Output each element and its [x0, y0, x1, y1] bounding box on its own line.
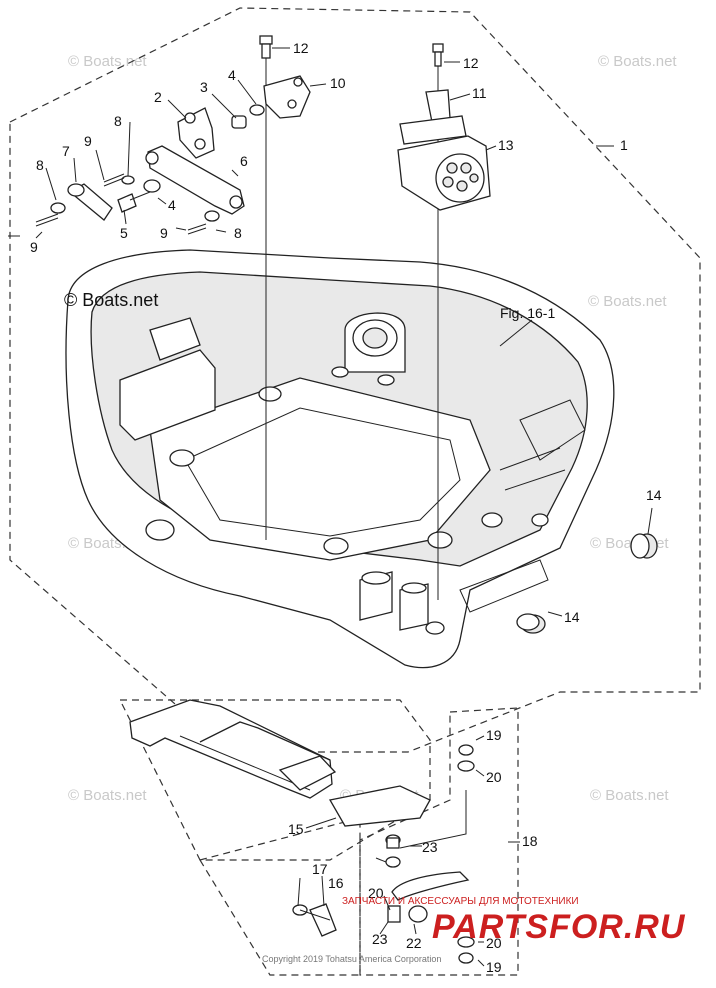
callout-12: 12 [293, 40, 309, 56]
watermark: © Boats.net [590, 535, 669, 552]
watermark: © Boats.net [598, 53, 677, 70]
brand-logo: PARTSFOR.RU [432, 908, 686, 946]
mount-bracket [129, 699, 431, 827]
assembly-boundary-18 [359, 707, 519, 976]
callout-14: 14 [564, 609, 580, 625]
link-rod [292, 744, 475, 964]
brand-tagline: ЗАПЧАСТИ И АКСЕССУАРЫ ДЛЯ МОТОТЕХНИКИ [342, 896, 579, 907]
callout-17: 17 [312, 861, 328, 877]
assembly-boundary-16 [199, 817, 361, 976]
watermark: © Boats.net [590, 787, 669, 804]
watermark: © Boats.net [68, 787, 147, 804]
callout-8: 8 [114, 113, 122, 129]
callout-22: 23 [422, 839, 438, 855]
callout-9: 9 [30, 239, 38, 255]
callout-11: 11 [472, 85, 487, 101]
callout-9: 9 [84, 133, 92, 149]
callout-23: 23 [372, 931, 388, 947]
watermark-main: © Boats.net [64, 290, 158, 310]
callout-20: 20 [486, 769, 502, 785]
bottom-cowl [65, 249, 615, 669]
callout-10: 10 [330, 75, 346, 91]
callout-labels: 12 12 2 3 4 10 11 13 1 8 9 7 8 6 4 5 9 8… [30, 40, 662, 975]
callout-7: 7 [62, 143, 70, 159]
callout-14: 14 [646, 487, 662, 503]
callout-13: 13 [498, 137, 514, 153]
callout-20: 20 [368, 885, 384, 901]
callout-18: 18 [522, 833, 538, 849]
connector-assembly [397, 43, 491, 211]
figure-reference: Fig. 16-1 [500, 305, 555, 321]
grommets [516, 533, 658, 634]
callout-8: 8 [36, 157, 44, 173]
callout-4: 4 [168, 197, 176, 213]
leader-lines [8, 47, 653, 967]
callout-12: 12 [463, 55, 479, 71]
linkage-assembly [35, 35, 311, 235]
callout-1: 1 [620, 137, 628, 153]
callout-15: 15 [288, 821, 304, 837]
callout-19: 19 [486, 959, 502, 975]
watermark: © Boats.net [68, 53, 147, 70]
callout-21: 22 [406, 935, 422, 951]
callout-20: 20 [486, 935, 502, 951]
callout-8: 8 [234, 225, 242, 241]
callout-16: 16 [328, 875, 344, 891]
callout-3: 3 [200, 79, 208, 95]
callout-2: 2 [154, 89, 162, 105]
callout-5: 5 [120, 225, 128, 241]
assembly-boundary-1 [9, 7, 701, 753]
watermark: © Boats.net [588, 293, 667, 310]
copyright-notice: Copyright 2019 Tohatsu America Corporati… [262, 954, 441, 964]
callout-4: 4 [228, 67, 236, 83]
callout-9: 9 [160, 225, 168, 241]
callout-19: 19 [486, 727, 502, 743]
callout-6: 6 [240, 153, 248, 169]
